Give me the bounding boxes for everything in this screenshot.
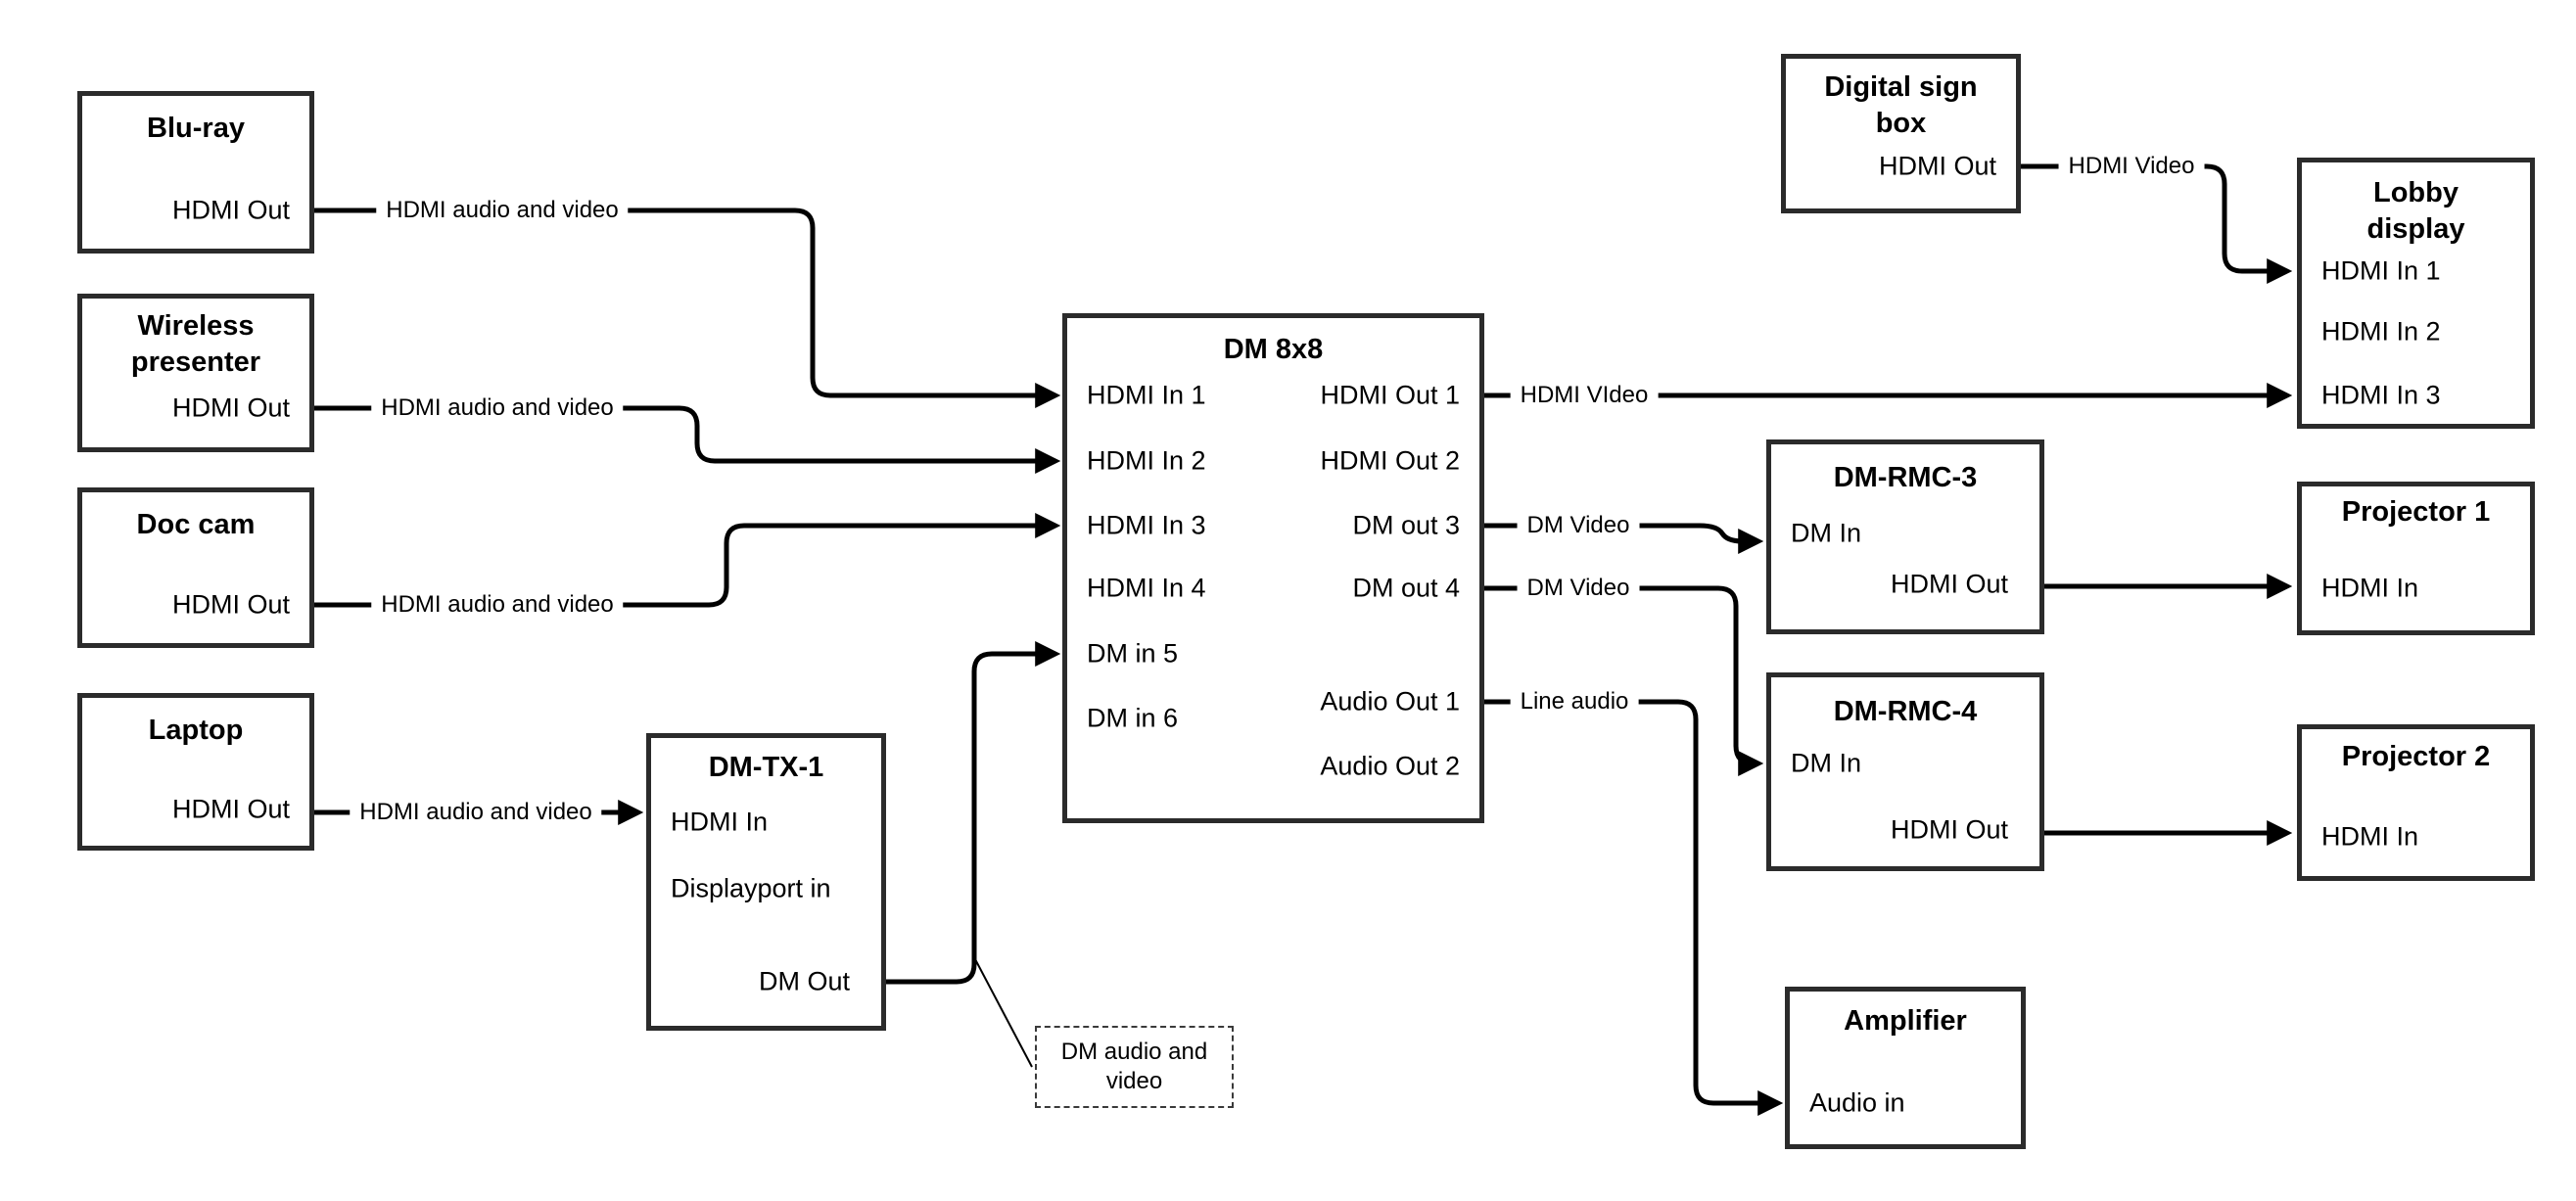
node-digital-sign-box-title: Digital sign box — [1824, 71, 1978, 139]
node-bluray-title: Blu-ray — [147, 113, 245, 144]
node-laptop-title: Laptop — [148, 715, 244, 746]
node-dm-rmc-4-title: DM-RMC-4 — [1833, 696, 1978, 727]
node-dm-rmc-4-port-hdmi-out: HDMI Out — [1890, 814, 2008, 845]
node-dm-tx-1-title: DM-TX-1 — [708, 752, 824, 783]
node-dm-8x8-title: DM 8x8 — [1223, 334, 1324, 365]
wire-label-hdmi-video-out1: HDMI VIdeo — [1510, 381, 1659, 410]
node-amplifier: Amplifier Audio in — [1785, 987, 2026, 1149]
node-amplifier-title: Amplifier — [1844, 1005, 1967, 1037]
wire-label-wireless: HDMI audio and video — [371, 393, 624, 423]
node-doc-cam: Doc cam HDMI Out — [77, 487, 314, 648]
node-dm-tx-1-port-hdmi-in: HDMI In — [671, 807, 769, 837]
node-dm-8x8-port-hdmi-in-4: HDMI In 4 — [1087, 573, 1206, 603]
wire-dm8x8-dm-out-3-to-dm-rmc-3 — [1484, 523, 1764, 554]
node-dm-8x8-port-dm-out-4: DM out 4 — [1352, 573, 1460, 603]
node-lobby-display-title: Lobby display — [2366, 177, 2465, 245]
node-digital-sign-box: Digital sign box HDMI Out — [1781, 54, 2021, 213]
node-projector-2: Projector 2 HDMI In — [2297, 724, 2535, 881]
node-bluray: Blu-ray HDMI Out — [77, 91, 314, 254]
wire-doc-cam-to-dm8x8-hdmi-in-3 — [314, 513, 1061, 608]
node-projector-2-title: Projector 2 — [2341, 741, 2491, 772]
node-laptop-port-hdmi-out: HDMI Out — [171, 794, 290, 824]
node-wireless-presenter: Wireless presenter HDMI Out — [77, 294, 314, 452]
node-wireless-presenter-port-hdmi-out: HDMI Out — [171, 393, 290, 423]
node-dm-8x8-port-hdmi-in-2: HDMI In 2 — [1087, 445, 1206, 476]
node-dm-rmc-4: DM-RMC-4 DM In HDMI Out — [1766, 672, 2044, 871]
node-projector-1-title: Projector 1 — [2341, 496, 2491, 528]
node-wireless-presenter-title: Wireless presenter — [130, 310, 261, 378]
node-lobby-display: Lobby display HDMI In 1 HDMI In 2 HDMI I… — [2297, 158, 2535, 429]
node-dm-rmc-3-port-dm-in: DM In — [1791, 518, 1862, 548]
node-dm-tx-1-port-displayport-in: Displayport in — [671, 873, 831, 903]
node-lobby-display-port-hdmi-in-2: HDMI In 2 — [2321, 316, 2441, 346]
node-dm-rmc-3: DM-RMC-3 DM In HDMI Out — [1766, 439, 2044, 634]
node-dm-tx-1: DM-TX-1 HDMI In Displayport in DM Out — [646, 733, 886, 1031]
node-projector-1-port-hdmi-in: HDMI In — [2321, 573, 2419, 603]
node-dm-8x8: DM 8x8 HDMI In 1 HDMI In 2 HDMI In 3 HDM… — [1062, 313, 1484, 823]
wire-bluray-to-dm8x8-hdmi-in-1 — [314, 208, 1061, 408]
node-lobby-display-port-hdmi-in-3: HDMI In 3 — [2321, 380, 2441, 410]
node-projector-2-port-hdmi-in: HDMI In — [2321, 821, 2419, 852]
wire-label-bluray: HDMI audio and video — [376, 196, 629, 225]
node-doc-cam-port-hdmi-out: HDMI Out — [171, 589, 290, 620]
node-amplifier-port-audio-in: Audio in — [1809, 1087, 1905, 1118]
node-dm-8x8-port-audio-out-2: Audio Out 2 — [1320, 751, 1460, 781]
wire-dm8x8-dm-out-4-to-dm-rmc-4 — [1484, 585, 1764, 776]
node-dm-8x8-port-hdmi-out-1: HDMI Out 1 — [1320, 380, 1460, 410]
node-dm-8x8-port-hdmi-in-3: HDMI In 3 — [1087, 510, 1206, 540]
wire-label-dm-video-out3: DM Video — [1517, 511, 1640, 540]
wire-digital-sign-to-lobby-hdmi-in-1 — [2021, 163, 2293, 284]
node-dm-8x8-port-audio-out-1: Audio Out 1 — [1320, 686, 1460, 716]
node-dm-rmc-3-port-hdmi-out: HDMI Out — [1890, 569, 2008, 599]
wire-label-line-audio: Line audio — [1510, 687, 1639, 716]
node-projector-1: Projector 1 HDMI In — [2297, 482, 2535, 635]
wire-label-digital-sign: HDMI Video — [2058, 152, 2205, 181]
wire-dm8x8-audio-out-1-to-amplifier — [1484, 699, 1784, 1116]
node-dm-8x8-port-dm-in-6: DM in 6 — [1087, 703, 1179, 733]
wire-label-doc-cam: HDMI audio and video — [371, 590, 624, 620]
node-bluray-port-hdmi-out: HDMI Out — [171, 195, 290, 225]
wire-label-dm-video-out4: DM Video — [1517, 574, 1640, 603]
node-lobby-display-port-hdmi-in-1: HDMI In 1 — [2321, 255, 2441, 286]
wire-dm-tx-1-to-dm8x8-dm-in-5 — [886, 641, 1061, 985]
node-laptop: Laptop HDMI Out — [77, 693, 314, 851]
note-dm-audio-and-video: DM audio and video — [1035, 1026, 1234, 1108]
node-digital-sign-box-port-hdmi-out: HDMI Out — [1878, 151, 1996, 181]
node-dm-8x8-port-dm-in-5: DM in 5 — [1087, 638, 1179, 669]
node-dm-8x8-port-hdmi-in-1: HDMI In 1 — [1087, 380, 1206, 410]
node-dm-rmc-4-port-dm-in: DM In — [1791, 748, 1862, 778]
node-dm-tx-1-port-dm-out: DM Out — [758, 966, 850, 996]
node-dm-8x8-port-hdmi-out-2: HDMI Out 2 — [1320, 445, 1460, 476]
wire-wireless-to-dm8x8-hdmi-in-2 — [314, 405, 1061, 474]
node-doc-cam-title: Doc cam — [136, 509, 256, 540]
note-callout-line — [974, 958, 1033, 1068]
node-dm-rmc-3-title: DM-RMC-3 — [1833, 462, 1978, 493]
node-dm-8x8-port-dm-out-3: DM out 3 — [1352, 510, 1460, 540]
wire-label-laptop: HDMI audio and video — [350, 798, 602, 827]
